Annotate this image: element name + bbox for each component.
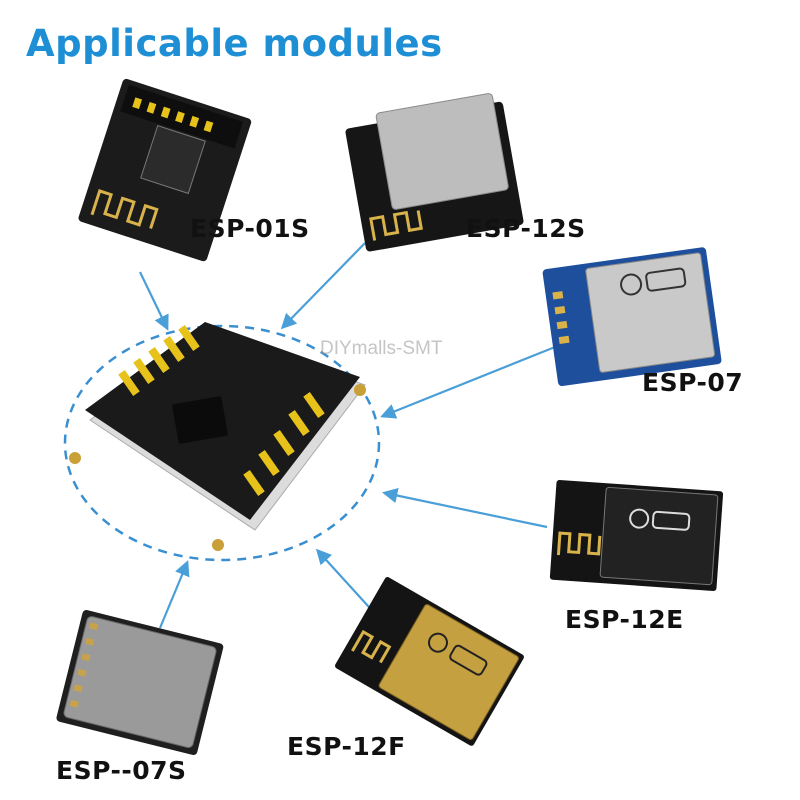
esp-07-module [542, 247, 722, 387]
arrow-esp-07 [380, 345, 556, 419]
label-esp-12e: ESP-12E [565, 605, 684, 634]
arrow-esp-12e [381, 487, 548, 529]
programmer-board [69, 322, 366, 551]
arrow-esp-07s [158, 560, 190, 629]
esp-12e-module [549, 479, 724, 591]
esp-01s-module [78, 78, 252, 262]
esp-07s-module [56, 610, 224, 756]
label-esp-12f: ESP-12F [287, 732, 406, 761]
label-esp-07: ESP-07 [642, 368, 744, 397]
label-esp-01s: ESP-01S [190, 214, 310, 243]
board-highlight-ring [63, 324, 381, 562]
esp-12f-module [335, 577, 524, 746]
arrow-esp-12f [315, 548, 379, 618]
watermark: DIYmalls-SMT [320, 338, 443, 359]
esp-12s-module [345, 93, 524, 252]
arrow-esp-12s [280, 242, 366, 330]
arrow-esp-01s [139, 271, 169, 331]
label-esp-12s: ESP-12S [466, 214, 586, 243]
page-title: Applicable modules [26, 22, 443, 65]
connection-arrows [139, 242, 556, 629]
label-esp-07s: ESP--07S [56, 756, 187, 785]
